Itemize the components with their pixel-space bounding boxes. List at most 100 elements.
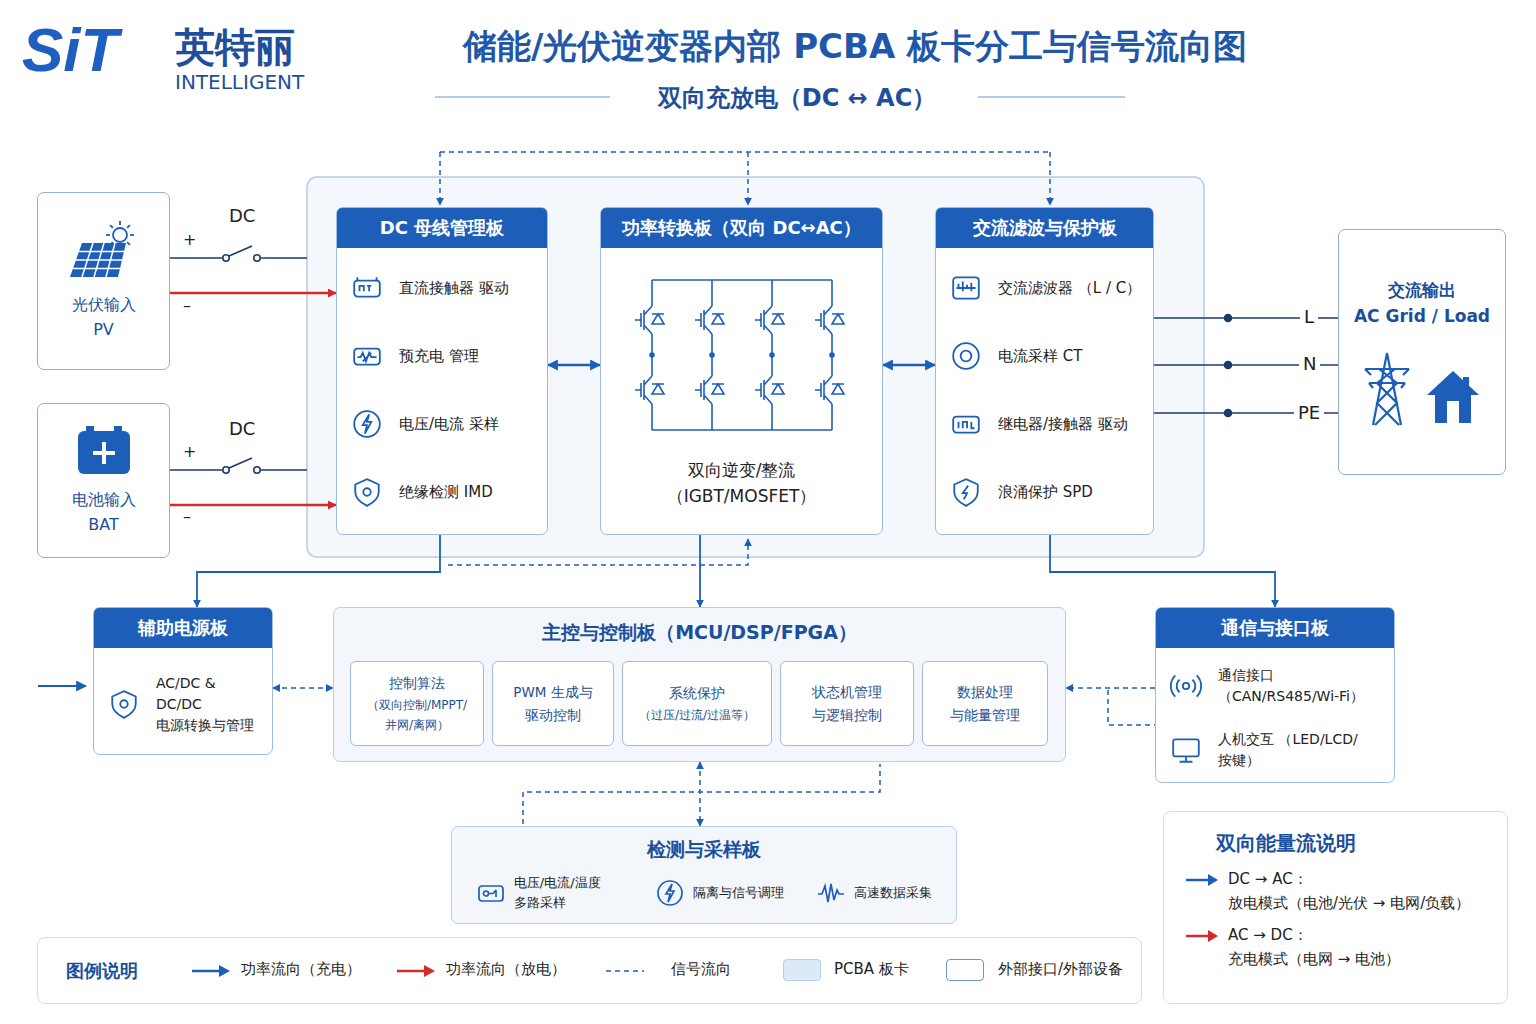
polarity-mark: + [183,442,196,461]
logo-subtitle: INTELLIGENT [175,70,304,94]
function-block: PWM 生成与 驱动控制 [492,661,614,746]
icon-cell [950,272,998,304]
icon-cell [950,408,998,440]
item-row: 绝缘检测 IMD [337,458,547,526]
external-power-arrow [38,685,86,687]
wire-label: DC [229,205,255,226]
item-row: AC/DC & DC/DC 电源转换与管理 [94,654,272,754]
pcba-board: 辅助电源板 AC/DC & DC/DC 电源转换与管理 [93,607,273,755]
solar-panel-icon [64,219,144,281]
board-heading: 辅助电源板 [94,608,272,648]
polarity-mark: + [183,230,196,249]
chip-icon [476,878,506,908]
icon-cell [351,272,399,304]
function-block: 数据处理 与能量管理 [922,661,1048,746]
power-arrow-sample [191,964,231,978]
device-code: PV [93,318,114,343]
external-device-box: 交流输出AC Grid / Load [1338,229,1506,475]
item-row: 交流滤波器 （L / C） [936,254,1153,322]
item-row: 人机交互 （LED/LCD/按键） [1156,718,1394,782]
item-row: 预充电 管理 [337,322,547,390]
ac-line-label: L [1300,306,1318,327]
item-text: 通信接口 （CAN/RS485/Wi-Fi） [1218,665,1386,707]
legend-text: 信号流向 [671,960,731,979]
shield-icon [351,476,383,508]
logo-mark: SiT [22,14,118,85]
item-text: 高速数据采集 [854,883,932,903]
relay-icon [950,408,982,440]
contactor-icon [351,272,383,304]
grid-and-house-icon [1357,351,1487,427]
ac-line-label: PE [1294,402,1324,423]
legend-text: PCBA 板卡 [834,960,909,979]
precharge-icon [351,340,383,372]
board-body: 通信接口 （CAN/RS485/Wi-Fi） 人机交互 （LED/LCD/按键） [1156,648,1394,782]
power-connector [170,292,336,294]
item-row: 继电器/接触器 驱动 [936,390,1153,458]
dc-switch-wire [170,246,307,473]
signal-line-sample [605,964,645,978]
item-text: 交流滤波器 （L / C） [998,277,1141,300]
power-connector [170,504,336,506]
board-heading: 检测与采样板 [452,827,956,863]
board-heading: 通信与接口板 [1156,608,1394,648]
bolt-icon [351,408,383,440]
legend-box: 功率流向（充电） 功率流向（放电） 信号流向 PCBA 板卡 外部接口/外部设备 [37,937,1142,1004]
signal-connector [1066,687,1155,689]
item-text: 人机交互 （LED/LCD/按键） [1218,729,1386,771]
flow-arrow-sample [1184,870,1220,890]
device-code: AC Grid / Load [1354,303,1490,329]
item-text: 电流采样 CT [998,345,1082,368]
ac-line-label: N [1299,353,1320,374]
antenna-icon [1170,670,1202,702]
note-text-column: DC → AC：放电模式（电池/光伏 → 电网/负载） [1228,867,1470,915]
item-row: 浪涌保护 SPD [936,458,1153,526]
item-text: 绝缘检测 IMD [399,481,493,504]
diagram-title: 储能/光伏逆变器内部 PCBA 板卡分工与信号流向图 [400,24,1310,70]
ring-icon [950,340,982,372]
flow-arrow-sample [1184,926,1220,946]
icon-cell [351,340,399,372]
spd-icon [950,476,982,508]
legend-text: 外部接口/外部设备 [998,960,1123,979]
polarity-mark: – [183,296,191,315]
shield-icon [108,688,140,720]
pcba-board: 控制算法（双向控制/MPPT/ 并网/离网）PWM 生成与 驱动控制系统保护（过… [333,607,1066,762]
power-connector [699,535,701,607]
pcba-board: 功率转换板（双向 DC↔AC）双向逆变/整流 （IGBT/MOSFET） [600,207,883,535]
filter-icon [950,272,982,304]
power-connector [883,364,935,366]
icon-cell [351,476,399,508]
wave-icon [816,878,846,908]
icon-cell [950,340,998,372]
logo-name: 英特丽 [175,20,295,75]
signal-connector [273,687,333,689]
flow-direction: AC → DC： [1228,923,1400,947]
pcba-board: DC 母线管理板直流接触器 驱动预充电 管理电压/电流 采样绝缘检测 IMD [336,207,548,535]
caption-rule [435,96,610,98]
pcba-board: 通信与接口板通信接口 （CAN/RS485/Wi-Fi） 人机交互 （LED/LC… [1155,607,1395,783]
item-row: 电流采样 CT [936,322,1153,390]
board-heading: 交流滤波与保护板 [936,208,1153,248]
item-row: 电压/电流/温度 多路采样隔离与信号调理高速数据采集 [460,873,948,912]
legend-text: 功率流向（充电） [241,960,361,979]
legend-text: 功率流向（放电） [446,960,566,979]
icon-cell [950,476,998,508]
outline-sample [946,959,984,981]
device-code: BAT [88,513,118,538]
item-text: 预充电 管理 [399,345,479,368]
note-text-column: AC → DC：充电模式（电网 → 电池） [1228,923,1400,971]
board-body: AC/DC & DC/DC 电源转换与管理 [94,648,272,754]
battery-icon [76,424,132,476]
icon-cell [1170,734,1218,766]
block-title: 状态机管理 与逻辑控制 [787,681,907,727]
pcba-board: 交流滤波与保护板交流滤波器 （L / C） 电流采样 CT 继电器/接触器 驱动浪涌… [935,207,1154,535]
item-text: 继电器/接触器 驱动 [998,413,1128,436]
function-block: 系统保护（过压/过流/过温等） [622,661,772,746]
board-heading: 功率转换板（双向 DC↔AC） [601,208,882,248]
note-row: DC → AC：放电模式（电池/光伏 → 电网/负载） [1184,867,1493,915]
item-row: 直流接触器 驱动 [337,254,547,322]
block-title: 系统保护 [669,682,725,705]
block-title: PWM 生成与 驱动控制 [499,681,607,727]
function-block: 状态机管理 与逻辑控制 [780,661,914,746]
